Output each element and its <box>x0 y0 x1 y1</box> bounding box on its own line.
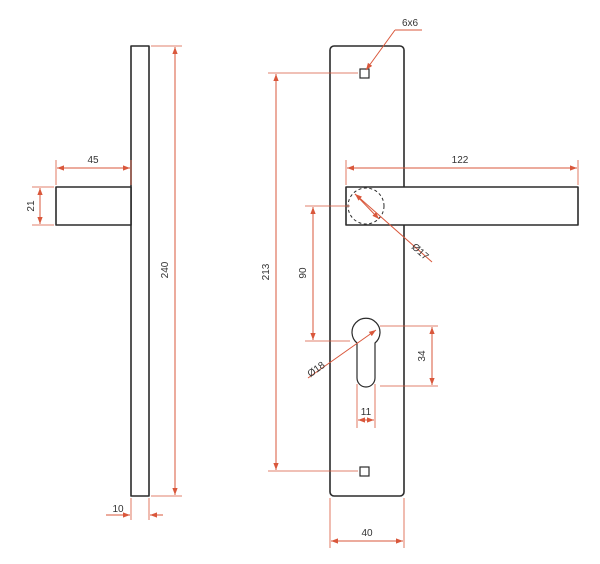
label-handle-projection: 45 <box>87 155 99 166</box>
dim-plate-thickness: 10 <box>106 498 163 520</box>
dim-plate-length: 240 <box>151 45 182 497</box>
label-plate-thickness: 10 <box>112 504 124 515</box>
dim-screw-spacing: 213 <box>261 72 358 472</box>
label-cylinder-height: 34 <box>417 350 428 362</box>
front-view: 6x6 122 Ø17 213 90 <box>261 18 579 548</box>
label-center-distance: 90 <box>298 267 309 279</box>
label-screw-hole: 6x6 <box>402 18 419 29</box>
screw-hole-top <box>359 68 370 79</box>
front-plate <box>329 45 405 497</box>
dim-screw-hole: 6x6 <box>365 18 422 71</box>
dim-center-distance: 90 <box>298 205 350 342</box>
lever-handle <box>345 186 579 226</box>
label-cylinder-width: 11 <box>361 407 372 418</box>
label-lever-length: 122 <box>452 155 469 166</box>
label-spindle-diameter: Ø17 <box>409 242 431 263</box>
label-plate-width: 40 <box>361 528 373 539</box>
label-plate-length: 240 <box>160 261 171 278</box>
dim-plate-width: 40 <box>329 498 405 548</box>
dim-cylinder-height: 34 <box>380 325 438 387</box>
side-handle <box>55 186 132 226</box>
side-view: 45 21 240 10 <box>26 45 182 520</box>
dim-cylinder-width: 11 <box>356 384 376 428</box>
dim-lever-length: 122 <box>345 155 579 185</box>
screw-hole-bottom <box>359 466 370 477</box>
label-cylinder-diameter: Ø18 <box>306 360 328 380</box>
label-screw-spacing: 213 <box>261 263 272 280</box>
dim-handle-thickness: 21 <box>26 186 54 226</box>
dim-handle-projection: 45 <box>55 155 132 185</box>
cylinder-cutout <box>351 317 381 388</box>
side-plate <box>130 45 150 497</box>
label-handle-thickness: 21 <box>26 200 37 212</box>
